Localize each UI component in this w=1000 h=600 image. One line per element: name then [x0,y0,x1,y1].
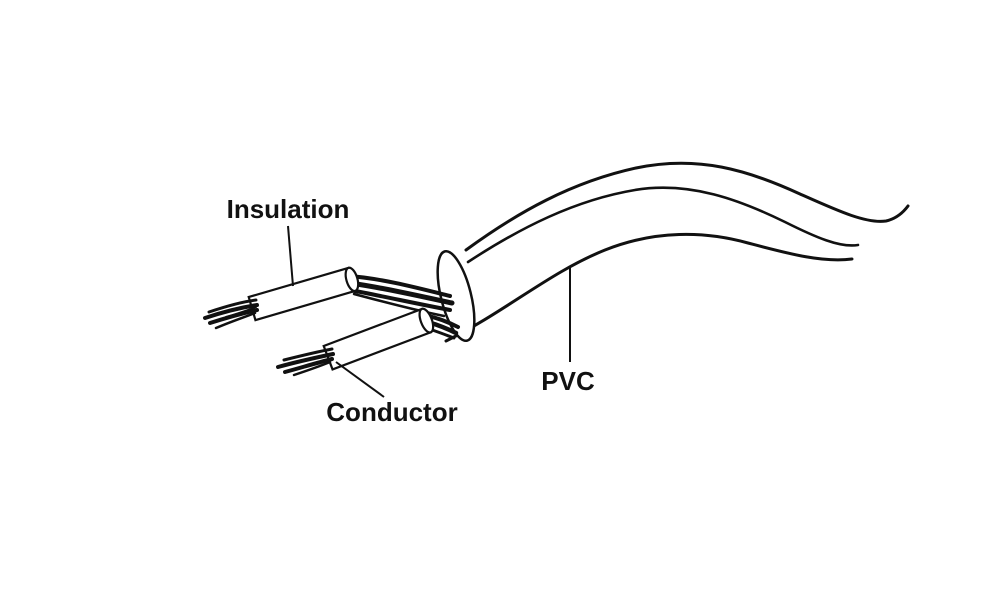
jacket-cut-face [436,249,476,343]
pvc-jacket [436,161,910,343]
upper-wire-insulation [247,266,360,322]
insulation-leader-line [287,225,294,287]
jacket-inner-edge [466,186,860,264]
insulation-label: Insulation [227,194,350,224]
upper-wire-back-strands [346,274,455,318]
conductor-leader-line [335,361,385,398]
lower-wire-conductor-tip [276,347,335,377]
upper-wire-conductor-tip [203,298,259,330]
lower-wire-insulation [322,307,435,371]
jacket-top-edge [464,161,910,252]
pvc-label: PVC [541,366,595,396]
conductor-label: Conductor [326,397,457,427]
jacket-bottom-edge [444,232,854,343]
